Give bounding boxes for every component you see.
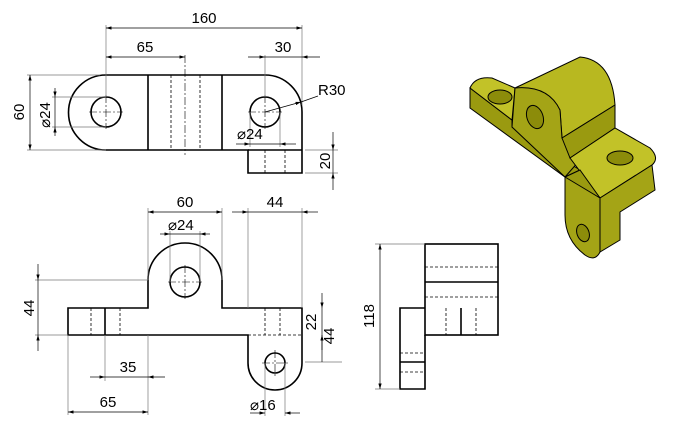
front-view-outline	[67, 242, 303, 391]
dim-44-drop: 44	[321, 328, 338, 345]
dim-160: 160	[191, 10, 216, 27]
top-view: 160 65 30 R30 60 ⌀24 ⌀24 20	[11, 10, 346, 190]
dim-dia24-front: ⌀24	[168, 217, 194, 234]
dim-44-boss: 44	[21, 300, 38, 317]
dim-20: 20	[317, 153, 334, 170]
dim-118: 118	[361, 304, 378, 328]
dim-30: 30	[275, 39, 292, 56]
dim-dia24-left: ⌀24	[37, 102, 54, 128]
dim-65-top: 65	[137, 39, 154, 56]
dim-60-front: 60	[177, 194, 194, 211]
isometric-model	[469, 56, 656, 259]
dim-44-tab: 44	[267, 194, 284, 211]
dim-dia24-right: ⌀24	[237, 126, 263, 143]
dim-22: 22	[303, 314, 320, 331]
top-view-outline	[67, 74, 303, 174]
front-view: 60 ⌀24 44 44 22 44 35	[21, 194, 342, 416]
dim-65-front: 65	[100, 394, 117, 411]
side-view: 118	[361, 243, 499, 390]
dim-60-top: 60	[11, 104, 28, 121]
dim-r30: R30	[318, 82, 346, 99]
dim-35: 35	[120, 359, 137, 376]
dim-dia16: ⌀16	[250, 397, 276, 414]
